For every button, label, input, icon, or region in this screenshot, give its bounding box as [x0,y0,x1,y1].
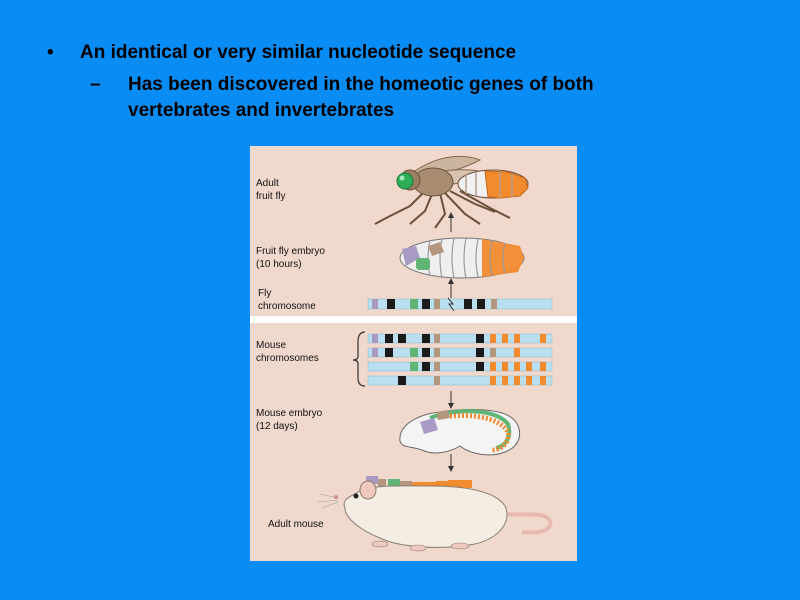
figure-drawing [317,155,553,552]
mouse-embryo-illustration [399,409,521,472]
bullet-text-1: An identical or very similar nucleotide … [80,42,517,63]
adult-fly-illustration [374,155,529,232]
label-adult-fruit-fly: Adult fruit fly [256,178,286,202]
homeotic-genes-figure: Adult fruit fly Fruit fly embryo (10 hou… [250,146,577,561]
fly-chromosome [367,297,553,312]
label-adult-mouse: Adult mouse [268,519,324,530]
label-mouse-embryo: Mouse embryo (12 days) [256,408,323,432]
bullet-marker-2: – [90,74,101,95]
bullet-text-2: Has been discovered in the homeotic gene… [128,74,594,121]
label-mouse-chromosomes: Mouse chromosomes [256,340,319,364]
mouse-chromosomes [352,331,553,409]
adult-mouse-illustration [317,476,553,552]
label-fly-chromosome: Fly chromosome [258,288,316,312]
label-fruit-fly-embryo: Fruit fly embryo (10 hours) [256,246,325,270]
fly-embryo-illustration [399,237,525,298]
panel-divider [250,316,577,323]
bullet-marker-1: • [47,42,54,63]
